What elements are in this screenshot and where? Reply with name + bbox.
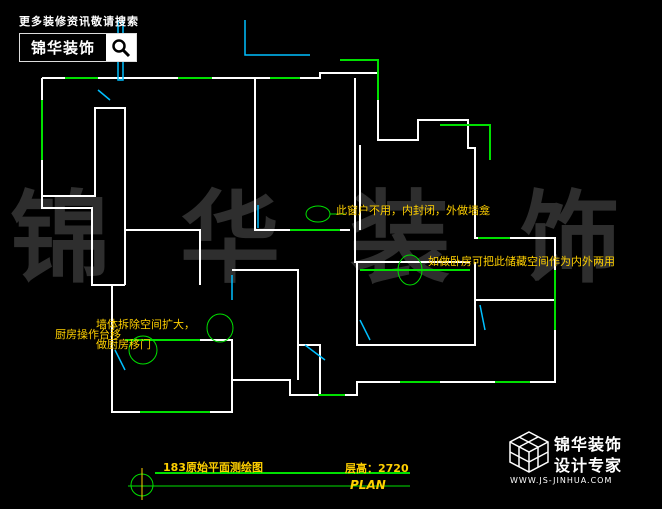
kitchen-note-2: 厨房操作台移 bbox=[55, 328, 121, 341]
watermark-char-3: 装 bbox=[350, 179, 450, 297]
door-1 bbox=[97, 89, 111, 101]
door-5 bbox=[479, 304, 486, 331]
note-circle-kitchen bbox=[206, 313, 234, 343]
logo-name: 锦华装饰 bbox=[554, 435, 623, 454]
logo-subtitle: 设计专家 bbox=[554, 456, 623, 475]
watermark-char-2: 华 bbox=[180, 179, 280, 297]
windows bbox=[41, 59, 556, 413]
pipe-line-2 bbox=[244, 20, 310, 56]
wc-wall bbox=[298, 344, 321, 395]
note-circle-bedroom bbox=[397, 254, 423, 286]
bath-wall bbox=[232, 269, 299, 380]
walls bbox=[41, 72, 556, 413]
brand-search-box[interactable]: 锦华装饰 bbox=[19, 33, 137, 62]
center-wall bbox=[354, 245, 470, 263]
door-4 bbox=[304, 344, 326, 361]
watermark-char-1: 锦 bbox=[10, 179, 110, 297]
note-circle-kitchen-2 bbox=[128, 335, 158, 365]
note-circle-window bbox=[305, 205, 331, 223]
search-icon-glyph bbox=[112, 38, 131, 57]
kitchen-note-3: 做厨房移门 bbox=[96, 338, 151, 351]
door-7 bbox=[114, 349, 126, 371]
cube-icon bbox=[509, 431, 549, 473]
plan-label: PLAN bbox=[350, 478, 386, 492]
plan-title: 183原始平面测绘图 bbox=[163, 461, 263, 474]
top-link-text[interactable]: 更多装修资讯敬请搜索 bbox=[19, 15, 139, 28]
bedroom-note: 如做卧房可把此储藏空间作为内外两用 bbox=[428, 255, 615, 268]
logo-url[interactable]: WWW.JS-JINHUA.COM bbox=[510, 476, 613, 485]
search-icon[interactable] bbox=[106, 34, 136, 61]
brand-name: 锦华装饰 bbox=[30, 39, 95, 57]
window-note: 此窗户不用，内封闭，外做墙龛 bbox=[336, 204, 490, 217]
annotation-marks bbox=[128, 205, 423, 497]
title-lines bbox=[128, 468, 410, 500]
bedroom-left-wall bbox=[41, 107, 126, 230]
balcony-window bbox=[340, 59, 379, 100]
storage-wall bbox=[356, 262, 555, 346]
balcony-window-2 bbox=[440, 124, 491, 160]
kitchen-note-1: 墙体拆除空间扩大， bbox=[96, 318, 195, 331]
door-6 bbox=[359, 319, 371, 341]
company-logo: 锦华装饰 设计专家 WWW.JS-JINHUA.COM bbox=[508, 430, 658, 490]
floor-height: 层高：2720 bbox=[345, 462, 409, 475]
kitchen-wall bbox=[125, 229, 201, 285]
